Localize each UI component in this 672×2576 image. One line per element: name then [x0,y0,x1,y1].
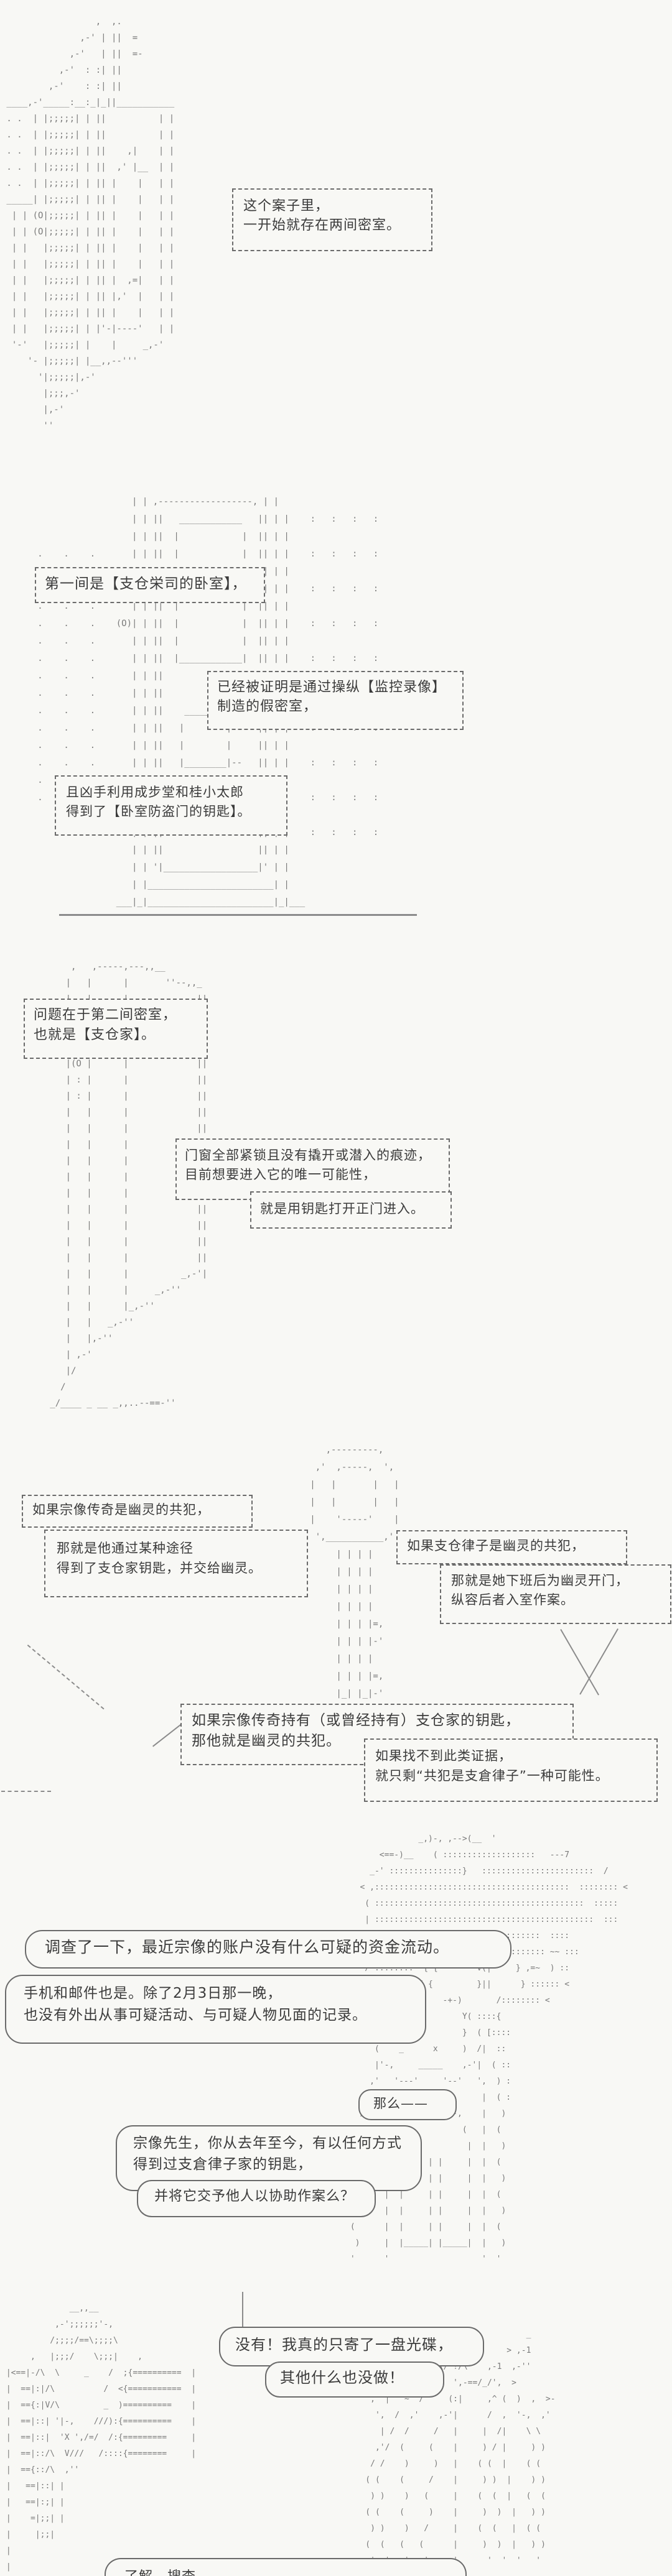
hypothesis-ritsuko-then-box: 那就是她下班后为幽灵开门， 纵容后者入室作案。 [440,1564,671,1624]
detective-ascii-art: _,)-, ,-->(__ ' <==-)__ ( ::::::::::::::… [350,1834,628,2264]
connector-arrow-right-a [560,1629,599,1696]
speech-bubble-denial-2: 其他什么也没做！ [265,2361,444,2398]
narration-box-intro: 这个案子里， 一开始就存在两间密室。 [232,188,432,251]
bedroom-key-box: 且凶手利用成步堂和桂小太郎 得到了【卧室防盗门的钥匙】。 [55,775,287,836]
connector-arrow-right-b [579,1628,618,1695]
room2-label-box: 问题在于第二间密室， 也就是【支仓家】。 [24,999,208,1059]
locked-house-box: 门窗全部紧锁且没有撬开或潜入的痕迹， 目前想要进入它的唯一可能性， [175,1138,450,1200]
witness-ascii-art-left: __,,__ ,-';;;;;;'-, /;;;;/==\;;;;\ , |;;… [6,2304,197,2572]
speech-bubble-lead-in: 那么—— [358,2089,457,2120]
speech-bubble-denial-1: 没有！我真的只寄了一盘光碟， [219,2327,484,2366]
door-angled-ascii-art: , ,-----,---,,__ | | | ''--,,_ | | | || … [50,962,208,1408]
speech-bubble-reply-partial: 了解，搜查…… [105,2558,467,2576]
connector-line-left-a [27,1645,105,1710]
connector-line-left-c [1,1791,51,1792]
door-open-ascii-art: , ,. ,-' | || = ,-' | || =- ,-' : :| || … [6,17,175,431]
speech-bubble-report-1: 调查了一下，最近宗像的账户没有什么可疑的资金流动。 [25,1930,511,1969]
speech-bubble-report-2: 手机和邮件也是。除了2月3日那一晚， 也没有外出从事可疑活动、与可疑人物见面的记… [5,1975,426,2044]
camera-trick-box: 已经被证明是通过操纵【监控录像】 制造的假密室， [207,671,464,730]
hypothesis-ritsuko-if-box: 如果支仓律子是幽灵的共犯， [396,1530,627,1564]
bubble-stem-line [242,2292,243,2328]
speech-bubble-question-2: 并将它交予他人以协助作案么？ [137,2180,376,2217]
hypothesis-conclusion-box: 如果找不到此类证据， 就只剩“共犯是支倉律子”一种可能性。 [364,1738,658,1802]
ground-line [59,914,417,916]
room1-label-box: 第一间是【支仓栄司的卧室】， [35,567,265,603]
key-ascii-art: ,---------, ,' ,-----, ', | | | | | | | … [310,1445,399,1699]
hypothesis-munakata-if-box: 如果宗像传奇是幽灵的共犯， [22,1495,253,1528]
hypothesis-munakata-then-box: 那就是他通过某种途径 得到了支仓家钥匙，并交给幽灵。 [44,1530,308,1597]
enter-with-key-box: 就是用钥匙打开正门进入。 [250,1191,452,1229]
